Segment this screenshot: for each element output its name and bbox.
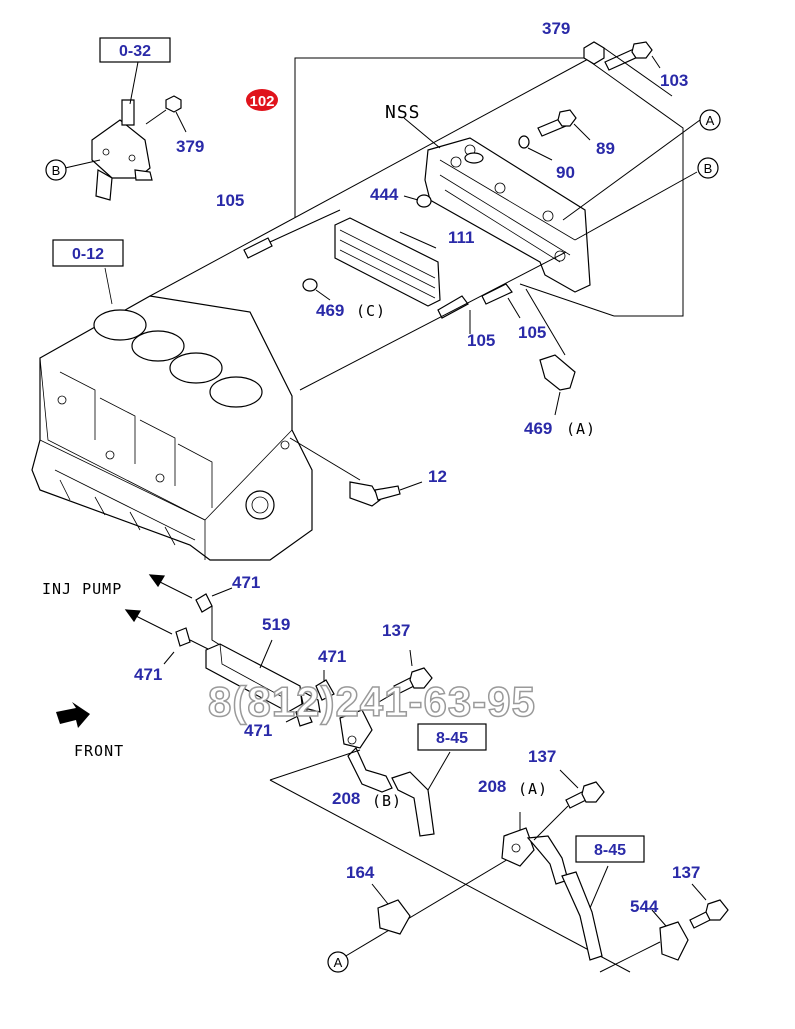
part-number-105-left[interactable]: 105	[216, 191, 244, 210]
highlight-badge-102[interactable]: 102	[246, 89, 278, 111]
part-number-105-mid[interactable]: 105	[467, 331, 495, 350]
watermark-phone-number: 8(812)241-63-95	[208, 678, 536, 725]
oil-pipe-208-b	[339, 709, 393, 793]
bolt-89	[537, 109, 577, 137]
svg-text:8-45: 8-45	[594, 842, 626, 859]
part-number-12[interactable]: 12	[428, 467, 447, 486]
svg-text:A: A	[334, 955, 343, 970]
part-number-137-mid[interactable]: 137	[528, 747, 556, 766]
part-number-164[interactable]: 164	[346, 863, 375, 882]
part-number-471-mid[interactable]: 471	[318, 647, 346, 666]
bolt-137-mid	[565, 781, 605, 809]
qualifier-208-b: (B)	[372, 792, 402, 810]
bolt-137-low	[689, 899, 729, 929]
part-number-469-c[interactable]: 469	[316, 301, 344, 320]
part-number-471-left[interactable]: 471	[134, 665, 162, 684]
circle-marker-b-left: B	[45, 159, 67, 181]
part-number-519[interactable]: 519	[262, 615, 290, 634]
hose-8-45-b	[391, 771, 435, 837]
gasket-164	[377, 899, 411, 935]
oil-cooler-housing	[424, 137, 591, 293]
banjo-bolt-471-low	[295, 707, 313, 727]
part-number-469-a[interactable]: 469	[524, 419, 552, 438]
stud-105-right	[481, 283, 513, 305]
oil-jet-12	[349, 481, 401, 507]
part-number-111[interactable]: 111	[448, 228, 475, 247]
svg-text:B: B	[704, 161, 713, 176]
svg-text:A: A	[706, 113, 715, 128]
thermostat-housing	[91, 99, 153, 201]
hose-8-45-a	[561, 871, 603, 961]
part-number-379-left[interactable]: 379	[176, 137, 204, 156]
washer-90	[518, 135, 530, 149]
circle-marker-a-top: A	[699, 109, 721, 131]
part-number-471-low[interactable]: 471	[244, 721, 272, 740]
ref-box-0-32[interactable]: 0-32	[99, 37, 171, 63]
front-arrow-icon	[56, 702, 90, 728]
ref-box-0-12[interactable]: 0-12	[52, 239, 124, 267]
part-number-208-a[interactable]: 208	[478, 777, 506, 796]
label-front: FRONT	[74, 742, 124, 760]
part-number-89[interactable]: 89	[596, 139, 615, 158]
part-number-544[interactable]: 544	[630, 897, 659, 916]
cylinder-block	[31, 295, 313, 561]
part-number-444[interactable]: 444	[370, 185, 399, 204]
banjo-bolt-471-mid	[315, 679, 335, 701]
bolt-137-top	[393, 667, 433, 695]
qualifier-469-a: (A)	[566, 420, 596, 438]
part-number-137-top[interactable]: 137	[382, 621, 410, 640]
ref-box-8-45-lower[interactable]: 8-45	[575, 835, 645, 863]
svg-text:B: B	[52, 163, 61, 178]
svg-text:0-32: 0-32	[119, 43, 151, 60]
part-number-137-low[interactable]: 137	[672, 863, 700, 882]
part-number-90[interactable]: 90	[556, 163, 575, 182]
stud-105-mid	[437, 295, 469, 319]
o-ring-469-c	[302, 278, 318, 292]
label-inj-pump: INJ PUMP	[42, 580, 122, 598]
oil-cooler-element	[334, 217, 441, 307]
banjo-bolt-471-left	[175, 627, 191, 647]
oil-filter-519	[205, 643, 321, 713]
circle-marker-a-bottom: A	[327, 951, 349, 973]
banjo-bolt-471-top	[195, 593, 213, 613]
ref-box-8-45-upper[interactable]: 8-45	[417, 723, 487, 751]
part-number-471-top[interactable]: 471	[232, 573, 260, 592]
o-ring-444	[416, 194, 432, 208]
circle-marker-b-top: B	[697, 157, 719, 179]
svg-text:8-45: 8-45	[436, 730, 468, 747]
svg-text:102: 102	[249, 93, 274, 110]
part-number-105-right[interactable]: 105	[518, 323, 546, 342]
qualifier-469-c: (C)	[356, 302, 386, 320]
stud-105-left	[243, 237, 273, 259]
bolt-103	[604, 41, 653, 71]
svg-text:0-12: 0-12	[72, 246, 104, 263]
part-number-379-top[interactable]: 379	[542, 19, 570, 38]
gasket-469-a	[539, 354, 576, 391]
nut-379-top	[583, 41, 605, 65]
qualifier-208-a: (A)	[518, 780, 548, 798]
part-number-208-b[interactable]: 208	[332, 789, 360, 808]
label-nss: NSS	[385, 102, 421, 123]
gasket-544	[659, 921, 689, 961]
part-number-103[interactable]: 103	[660, 71, 688, 90]
oil-pipe-208-a	[501, 827, 569, 885]
